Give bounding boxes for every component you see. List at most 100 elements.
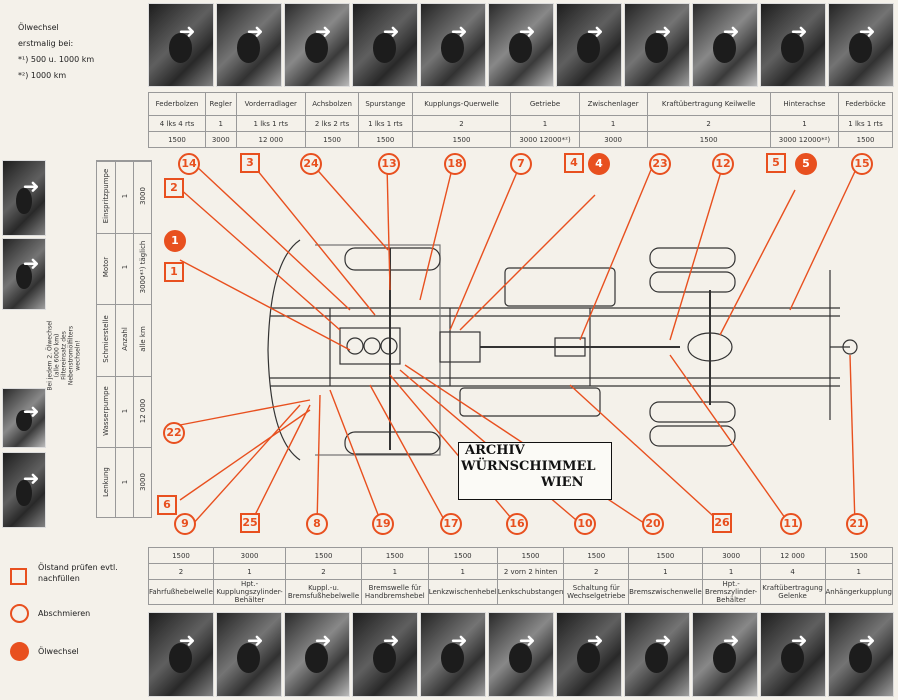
- top-photos-photo: ➜: [148, 3, 214, 87]
- pointer-arrow-icon: ➜: [382, 628, 400, 652]
- pointer-arrow-icon: ➜: [246, 18, 264, 43]
- bottom-photos-photo: ➜: [148, 612, 214, 697]
- filter-note-text: Bei jedem 2. Ölwechsel (alle 6000 km) Fi…: [46, 320, 82, 391]
- bottom-name-cell: Hpt.-Bremszylinder-Behälter: [701, 579, 761, 605]
- filter-note: Bei jedem 2. Ölwechsel (alle 6000 km) Fi…: [40, 318, 88, 390]
- side-headers-cell: Wasserpumpe: [102, 385, 110, 436]
- top-km-cell: 3000 12000*²): [510, 131, 580, 148]
- pointer-arrow-icon: ➜: [22, 251, 40, 276]
- pointer-arrow-icon: ➜: [450, 628, 468, 652]
- legend-circle-label: Abschmieren: [38, 609, 91, 618]
- left-photos-photo: ➜: [2, 160, 46, 236]
- bottom-name-cell: Schaltung für Wechselgetriebe: [563, 579, 630, 605]
- top-count-cell: 2 lks 2 rts: [305, 115, 360, 132]
- side-counts-cell: Anzahl: [121, 327, 129, 351]
- oil-change-marker: 5: [795, 153, 817, 175]
- intro-line-3: *¹) 500 u. 1000 km: [18, 55, 95, 64]
- pointer-arrow-icon: ➜: [790, 628, 808, 652]
- top-photos-photo: ➜: [760, 3, 826, 87]
- top-photos-photo: ➜: [216, 3, 282, 87]
- top-name-cell: Vorderradlager: [235, 92, 307, 116]
- oil-level-marker: 6: [157, 495, 177, 515]
- top-name-cell: Spurstange: [358, 92, 413, 116]
- grease-point-marker: 10: [574, 513, 596, 535]
- side-counts-cell: 1: [121, 408, 129, 413]
- oil-level-marker: 25: [240, 513, 260, 533]
- oil-level-marker: 5: [766, 153, 786, 173]
- side-headers-cell: Einspritzpumpe: [102, 168, 110, 224]
- side-headers-cell: Motor: [102, 257, 110, 278]
- bottom-count-cell: 1: [212, 563, 287, 580]
- oil-level-marker: 1: [164, 262, 184, 282]
- oil-level-marker: 3: [240, 153, 260, 173]
- left-photos-photo: ➜: [2, 238, 46, 310]
- top-name-cell: Kraftübertragung Keilwelle: [646, 92, 771, 116]
- grease-point-marker: 13: [378, 153, 400, 175]
- bottom-photos-photo: ➜: [828, 612, 894, 697]
- top-photos-photo: ➜: [488, 3, 554, 87]
- top-name-cell: Achsbolzen: [305, 92, 360, 116]
- grease-point-marker: 19: [372, 513, 394, 535]
- bottom-name-cell: Anhängerkupplung: [824, 579, 893, 605]
- bottom-km-cell: 3000: [212, 547, 287, 564]
- oil-change-intro: Ölwechsel erstmalig bei: *¹) 500 u. 1000…: [18, 20, 138, 84]
- top-name-cell: Kupplungs-Querwelle: [411, 92, 512, 116]
- grease-point-marker: 8: [306, 513, 328, 535]
- chassis-diagram: [169, 164, 859, 526]
- bottom-km-cell: 12 000: [759, 547, 826, 564]
- bottom-photos-photo: ➜: [216, 612, 282, 697]
- stamp-line-2: WÜRNSCHIMMEL: [461, 459, 596, 474]
- pointer-arrow-icon: ➜: [858, 628, 876, 652]
- bottom-photos-photo: ➜: [488, 612, 554, 697]
- bottom-count-cell: 1: [427, 563, 498, 580]
- oil-change-marker: 1: [164, 230, 186, 252]
- grease-point-marker: 23: [649, 153, 671, 175]
- bottom-km-cell: 1500: [824, 547, 893, 564]
- bottom-name-cell: Bremswelle für Handbremshebel: [360, 579, 429, 605]
- top-count-cell: 1: [769, 115, 840, 132]
- bottom-count-cell: 1: [701, 563, 761, 580]
- bottom-count-cell: 2: [563, 563, 630, 580]
- side-counts-cell: 1: [121, 265, 129, 270]
- pointer-arrow-icon: ➜: [722, 18, 740, 43]
- legend-filled-label: Ölwechsel: [38, 647, 79, 656]
- bottom-count-cell: 2: [285, 563, 362, 580]
- intro-line-1: Ölwechsel: [18, 23, 59, 32]
- oil-level-marker: 2: [164, 178, 184, 198]
- top-km-cell: 1500: [305, 131, 360, 148]
- bottom-photos-photo: ➜: [352, 612, 418, 697]
- pointer-arrow-icon: ➜: [22, 399, 40, 423]
- bottom-photos-photo: ➜: [420, 612, 486, 697]
- pointer-arrow-icon: ➜: [654, 18, 672, 43]
- bottom-km-cell: 3000: [701, 547, 761, 564]
- bottom-photos-photo: ➜: [692, 612, 758, 697]
- bottom-km-cell: 1500: [563, 547, 630, 564]
- top-km-cell: 3000: [204, 131, 237, 148]
- bottom-photos-photo: ➜: [284, 612, 350, 697]
- top-name-cell: Federbolzen: [148, 92, 206, 116]
- bottom-km-cell: 1500: [285, 547, 362, 564]
- pointer-arrow-icon: ➜: [654, 628, 672, 652]
- top-photos-photo: ➜: [624, 3, 690, 87]
- top-photos-photo: ➜: [352, 3, 418, 87]
- top-km-cell: 1500: [148, 131, 206, 148]
- bottom-name-cell: Lenkschubstangen: [496, 579, 565, 605]
- side-counts-cell: 1: [121, 193, 129, 199]
- stamp-line-3: WIEN: [541, 475, 584, 490]
- pointer-arrow-icon: ➜: [178, 628, 196, 652]
- pointer-arrow-icon: ➜: [722, 628, 740, 652]
- left-photos-photo: ➜: [2, 452, 46, 528]
- bottom-count-cell: 2 vorn 2 hinten: [496, 563, 565, 580]
- stamp-line-1: ARCHIV: [465, 443, 525, 458]
- bottom-count-cell: 2: [148, 563, 214, 580]
- bottom-name-cell: Kuppl.-u. Bremsfußhebelwelle: [285, 579, 362, 605]
- legend-square-label: Ölstand prüfen evtl. nachfüllen: [38, 563, 118, 583]
- side-km-cell: 12 000: [139, 398, 147, 423]
- side-headers-cell: Lenkung: [102, 467, 110, 498]
- grease-point-marker: 22: [163, 422, 185, 444]
- side-km-cell: 3000: [139, 186, 147, 205]
- bottom-km-cell: 1500: [496, 547, 565, 564]
